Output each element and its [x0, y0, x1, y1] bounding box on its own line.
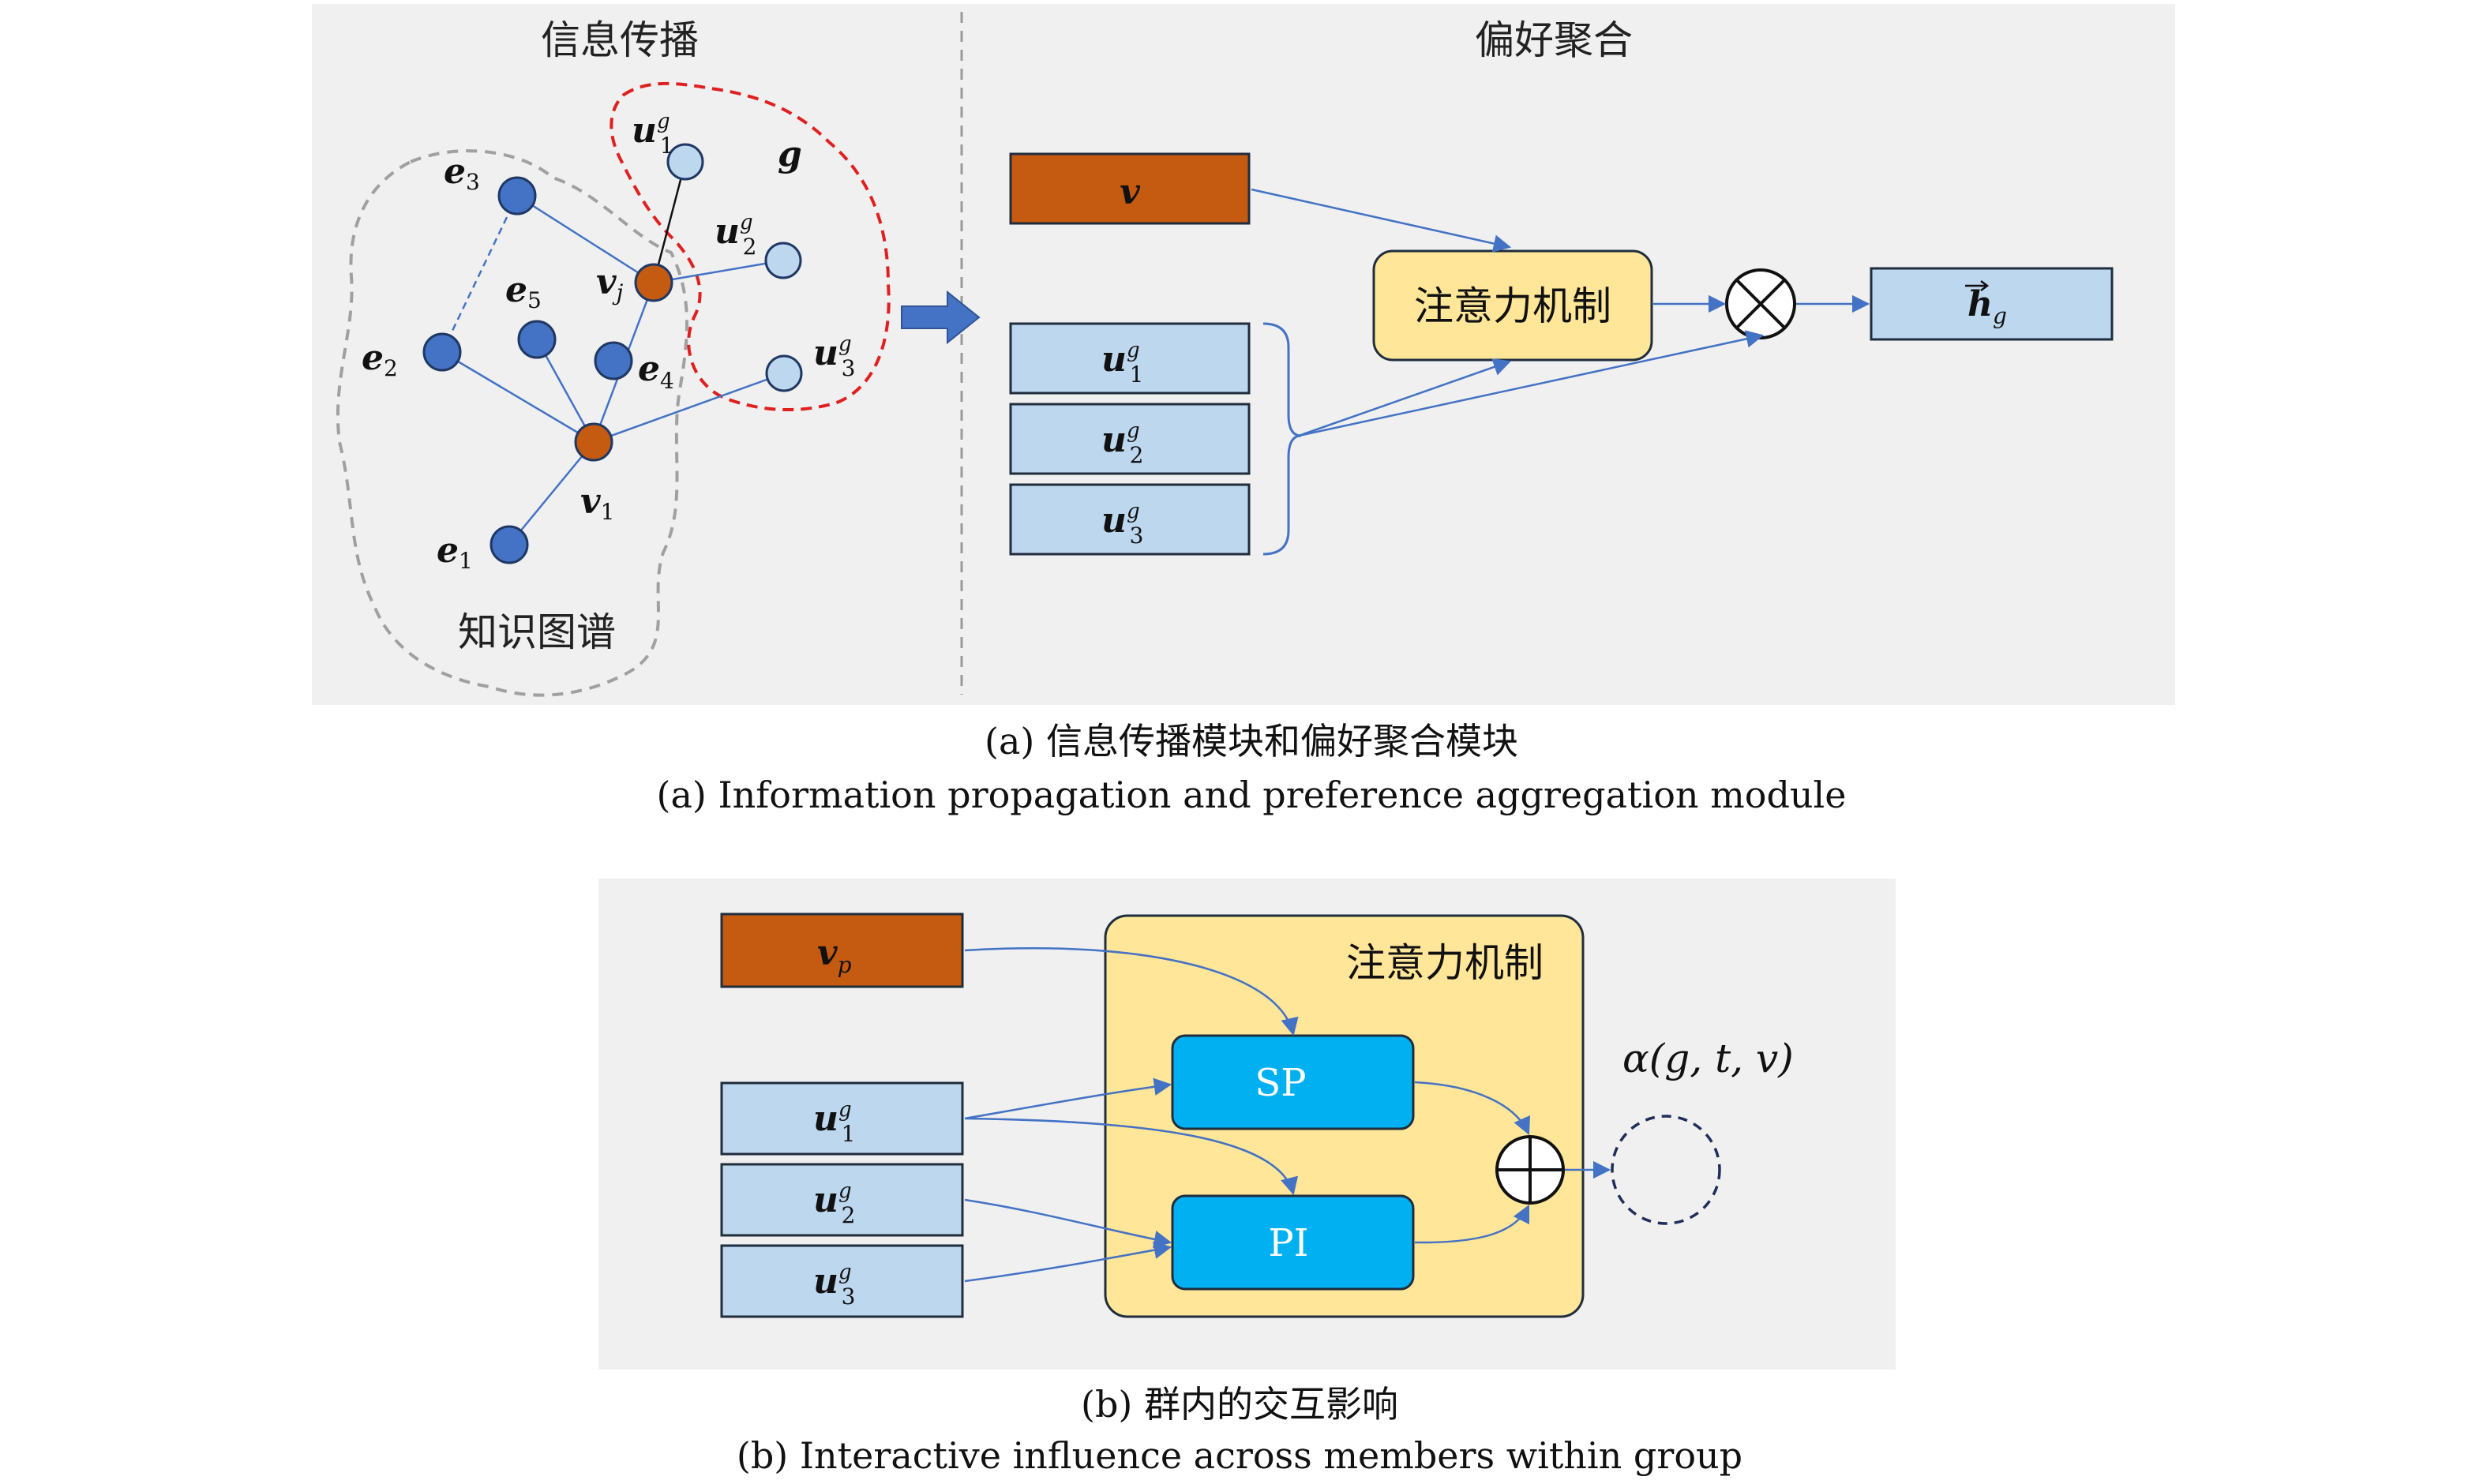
alpha-label: α(g, t, v): [1622, 1036, 1794, 1081]
node-e2: [422, 332, 462, 372]
node-e5: [517, 320, 557, 359]
vector-arrow-icon: [1965, 280, 1990, 291]
v-box: [1009, 152, 1251, 225]
edge-v1-e1: [508, 441, 595, 545]
output-box: [1870, 267, 2114, 341]
arrows-a: [1251, 188, 1870, 437]
node-e3: [497, 176, 537, 215]
edge-vj-u1: [652, 161, 687, 283]
knowledge-graph-outline: [336, 149, 688, 697]
attention-label-a: 注意力机制: [1414, 283, 1611, 329]
node-u1: [666, 143, 704, 181]
arrow-users-multiply: [1298, 330, 1765, 437]
edge-e3-e2-dashed: [441, 195, 519, 353]
label-knowledge-graph: 知识图谱: [458, 609, 616, 655]
graph-edges: [441, 194, 785, 545]
edge-e5-v1: [535, 339, 595, 443]
arrow-u3-pi: [964, 1241, 1172, 1283]
header-preference-aggregation: 偏好聚合: [1475, 17, 1633, 63]
label-e1: e1: [437, 530, 473, 574]
label-v1: v1: [580, 482, 614, 525]
label-e2: e2: [362, 338, 398, 381]
edge-e3-vj: [516, 194, 655, 284]
arrow-sp-sum: [1414, 1081, 1531, 1136]
node-e1: [490, 525, 529, 564]
node-v1: [574, 422, 613, 462]
pi-label: PI: [1268, 1221, 1308, 1265]
label-e3: e3: [444, 152, 480, 195]
propagation-arrow-icon: [901, 290, 981, 345]
label-vj: vj: [596, 262, 624, 305]
user-box-b1: [720, 1081, 964, 1156]
vp-box-label: vp: [817, 933, 852, 978]
edge-vj-u2: [653, 259, 784, 284]
user-box-b3: [720, 1244, 964, 1318]
node-u2: [764, 242, 802, 279]
edge-e2-v1: [441, 350, 595, 444]
arrow-vp-sp: [964, 946, 1299, 1036]
caption-a-en: (a) Information propagation and preferen…: [657, 774, 1847, 816]
arrow-u2-pi: [964, 1198, 1172, 1249]
user-box-b2: [720, 1163, 964, 1237]
user-box-1: [1009, 322, 1251, 395]
arrow-users-attention: [1298, 358, 1512, 437]
alpha-output-circle: [1611, 1115, 1721, 1225]
output-label: hg: [1967, 284, 2007, 329]
user-box-3: [1009, 483, 1251, 556]
arrows-b: [964, 946, 1611, 1283]
attention-box-a: [1372, 249, 1653, 362]
v-box-label: v: [1120, 172, 1140, 212]
arrow-u1-sp: [964, 1077, 1172, 1120]
vp-box: [720, 913, 964, 988]
multiply-icon-stroke-2: [1735, 279, 1786, 329]
node-u3: [765, 354, 803, 392]
label-e5: e5: [505, 270, 542, 313]
label-group: g: [778, 134, 802, 174]
node-vj: [634, 263, 673, 302]
node-e4: [594, 341, 633, 380]
label-e4: e4: [638, 349, 674, 394]
caption-a-cn: (a) 信息传播模块和偏好聚合模块: [985, 720, 1518, 763]
group-outline: [610, 81, 891, 412]
caption-b-cn: (b) 群内的交互影响: [1081, 1383, 1398, 1426]
arrow-v-attention: [1251, 188, 1512, 253]
arrow-u1-pi: [964, 1117, 1298, 1196]
caption-b-en: (b) Interactive influence across members…: [737, 1434, 1742, 1477]
user-box-2: [1009, 403, 1251, 475]
header-info-propagation: 信息传播: [541, 17, 699, 63]
graph-nodes: [422, 143, 803, 564]
arrow-pi-sum: [1414, 1204, 1530, 1244]
pi-box: [1171, 1194, 1415, 1291]
edge-v1-u3: [593, 372, 785, 444]
sp-label: SP: [1255, 1061, 1306, 1105]
attention-label-b: 注意力机制: [1346, 940, 1544, 986]
